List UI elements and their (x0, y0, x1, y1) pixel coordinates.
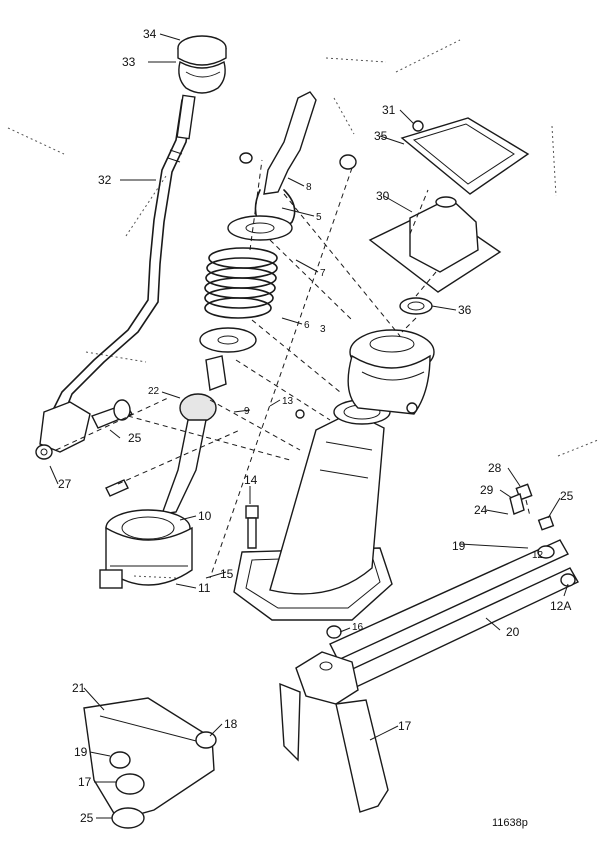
callout-12a: 12A (550, 599, 571, 613)
assembly-lines (55, 159, 531, 579)
pivot-housing (99, 509, 193, 589)
callout-36: 36 (458, 303, 472, 317)
callout-18: 18 (224, 717, 238, 731)
selector-fork (279, 651, 389, 813)
callout-19: 19 (452, 539, 466, 553)
leader-lines (49, 33, 569, 819)
callout-24: 24 (474, 503, 488, 517)
small-parts (105, 120, 424, 639)
gear-lever-upper (254, 91, 317, 232)
callout-27: 27 (58, 477, 72, 491)
callout-21: 21 (72, 681, 86, 695)
remote-lever-rod (51, 94, 196, 415)
callout-13: 13 (282, 396, 294, 407)
callout-11: 11 (198, 581, 211, 595)
callout-7: 7 (320, 268, 326, 279)
callout-28: 28 (488, 461, 502, 475)
callout-29: 29 (480, 483, 494, 497)
small-fixings (509, 483, 555, 531)
callout-22: 22 (148, 386, 160, 397)
cover-plate (368, 117, 530, 293)
interlock-assembly (83, 697, 217, 829)
callout-15: 15 (220, 567, 234, 581)
figure-reference: 11638p (492, 817, 528, 829)
callout-35: 35 (374, 129, 388, 143)
lever-gaiter (347, 329, 435, 415)
callout-30: 30 (376, 189, 390, 203)
callout-31-top: 31 (382, 103, 396, 117)
callout-34: 34 (143, 27, 157, 41)
lever-spring-stack (199, 215, 293, 353)
clip-36 (399, 297, 433, 315)
callout-12: 12 (532, 550, 544, 561)
callout-32: 32 (98, 173, 112, 187)
callout-9: 9 (244, 406, 250, 417)
callout-14: 14 (244, 473, 258, 487)
callout-16: 16 (352, 622, 364, 633)
lever-clevis (35, 399, 134, 460)
callout-17: 17 (398, 719, 412, 733)
callout-6: 6 (304, 320, 310, 331)
callout-20: 20 (506, 625, 520, 639)
callout-labels: 34 33 32 22 25 27 8 5 7 6 3 9 13 10 11 1… (58, 27, 574, 825)
callout-25-left: 25 (128, 431, 142, 445)
callout-8: 8 (306, 182, 312, 193)
callout-3: 3 (320, 324, 326, 335)
gear-knob (177, 35, 227, 94)
callout-10: 10 (198, 509, 212, 523)
margin-notes (7, 39, 599, 579)
callout-25-lower: 25 (80, 811, 94, 825)
callout-17-lower: 17 (78, 775, 92, 789)
callout-19-lower: 19 (74, 745, 88, 759)
callout-5: 5 (316, 212, 322, 223)
callout-33: 33 (122, 55, 136, 69)
bolt-14 (245, 505, 259, 549)
gear-lever-lower (160, 355, 227, 515)
callout-25-right: 25 (560, 489, 574, 503)
